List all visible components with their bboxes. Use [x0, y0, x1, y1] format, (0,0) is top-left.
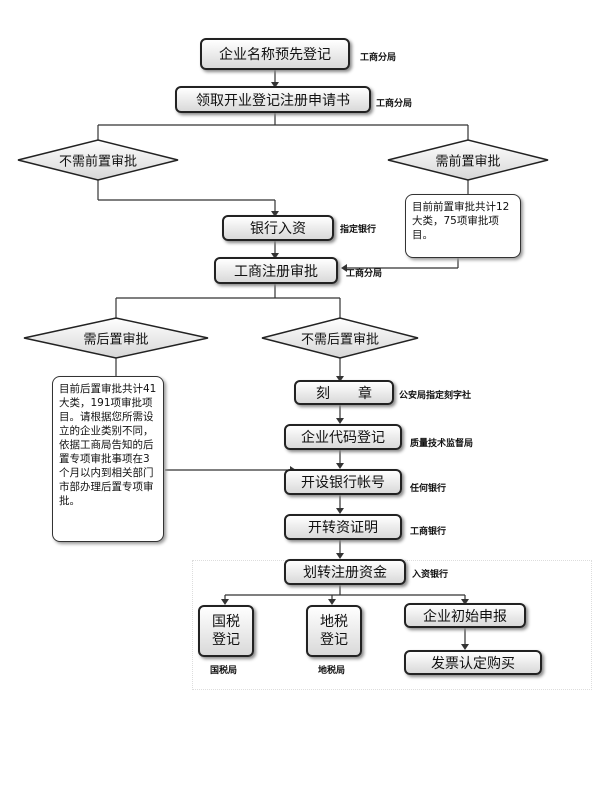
step-name-preregistration: 企业名称预先登记: [200, 38, 350, 70]
agency-tag-bank-capital: 指定银行: [340, 225, 377, 235]
step-get-application: 领取开业登记注册申请书: [175, 86, 371, 113]
decision-label-no-post-approval: 不需后置审批: [300, 332, 380, 348]
agency-tag-get-application: 工商分局: [376, 99, 413, 109]
national-tax-line-1: 国税: [212, 614, 240, 630]
agency-tag-local-tax: 地税局: [318, 666, 346, 676]
national-tax-line-2: 登记: [212, 632, 240, 648]
step-open-bank-account: 开设银行帐号: [284, 469, 402, 495]
agency-tag-name-preregistration: 工商分局: [360, 53, 397, 63]
local-tax-line-2: 登记: [320, 632, 348, 648]
agency-tag-capital-certificate: 工商银行: [410, 527, 447, 537]
decision-diamond-no-post: [261, 317, 419, 359]
decision-label-need-pre-approval: 需前置审批: [435, 154, 501, 170]
note-pre-approval: 目前前置审批共计12大类，75项审批项目。: [405, 194, 521, 258]
agency-tag-open-bank-account: 任何银行: [410, 484, 447, 494]
decision-diamond-no-pre: [17, 139, 179, 181]
step-invoice-purchase: 发票认定购买: [404, 650, 542, 675]
decision-label-no-pre-approval: 不需前置审批: [58, 154, 138, 170]
step-business-registration: 工商注册审批: [214, 257, 338, 284]
step-engrave-seal: 刻 章: [294, 380, 394, 405]
decision-label-need-post-approval: 需后置审批: [83, 332, 149, 348]
step-transfer-capital: 划转注册资金: [284, 559, 406, 585]
agency-tag-transfer-capital: 入资银行: [412, 570, 449, 580]
step-initial-declaration: 企业初始申报: [404, 603, 526, 628]
agency-tag-national-tax: 国税局: [210, 666, 238, 676]
step-org-code: 企业代码登记: [284, 424, 402, 450]
decision-diamond-need-post: [23, 317, 209, 359]
local-tax-line-1: 地税: [320, 614, 348, 630]
step-capital-certificate: 开转资证明: [284, 514, 402, 540]
step-bank-capital: 银行入资: [222, 215, 334, 241]
agency-tag-engrave-seal: 公安局指定刻字社: [399, 391, 472, 401]
step-local-tax: 地税 登记: [306, 605, 362, 657]
decision-diamond-need-pre: [387, 139, 549, 181]
agency-tag-org-code: 质量技术监督局: [410, 439, 474, 449]
agency-tag-business-registration: 工商分局: [346, 269, 383, 279]
step-national-tax: 国税 登记: [198, 605, 254, 657]
note-post-approval: 目前后置审批共计41大类，191项审批项目。请根据您所需设立的企业类别不同，依据…: [52, 376, 164, 542]
